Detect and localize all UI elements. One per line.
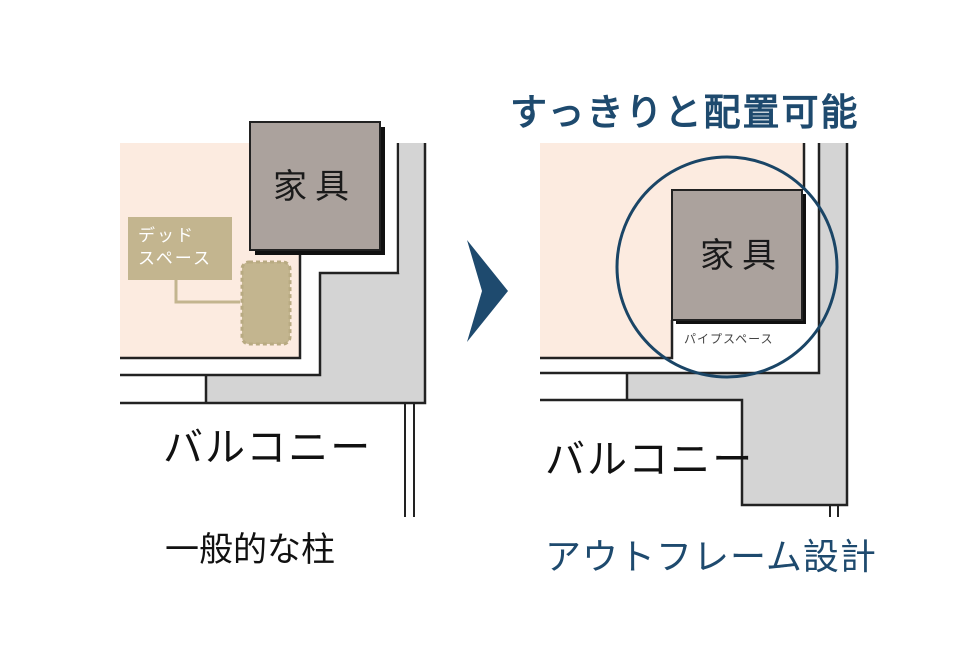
wall-outer-line bbox=[120, 143, 427, 405]
left-diagram bbox=[120, 121, 427, 517]
dead-space-label-box bbox=[128, 217, 232, 280]
room-border bbox=[120, 252, 302, 360]
furniture-label: 家具 bbox=[700, 236, 784, 276]
wall-outer-line bbox=[540, 143, 849, 507]
furniture-block bbox=[249, 121, 381, 251]
wall-inner-line bbox=[120, 143, 400, 377]
furniture-block bbox=[671, 189, 803, 321]
page-title: すっきりと配置可能 bbox=[510, 91, 860, 134]
room-border bbox=[540, 320, 674, 360]
pipe-space-area bbox=[672, 320, 803, 358]
dead-space-connector bbox=[174, 280, 240, 304]
right-diagram bbox=[540, 143, 849, 517]
balcony-label: バルコニー bbox=[545, 437, 755, 483]
wall-inner-line bbox=[540, 143, 821, 375]
highlight-circle bbox=[615, 155, 839, 379]
dead-space-label-line: デッド bbox=[138, 226, 195, 246]
balcony-label: バルコニー bbox=[163, 425, 373, 471]
dead-space-label: デッド スペース bbox=[138, 225, 212, 271]
caption-standard-column: 一般的な柱 bbox=[165, 530, 335, 570]
caption-outframe-design: アウトフレーム設計 bbox=[545, 537, 877, 578]
pipe-space-label: パイプスペース bbox=[684, 332, 774, 346]
furniture-label: 家具 bbox=[273, 167, 357, 207]
chevron-right-icon bbox=[467, 240, 508, 342]
dead-space-label-line: スペース bbox=[138, 248, 212, 269]
column-wall bbox=[206, 143, 425, 403]
column-wall bbox=[627, 143, 847, 505]
dead-space-area bbox=[240, 260, 292, 346]
